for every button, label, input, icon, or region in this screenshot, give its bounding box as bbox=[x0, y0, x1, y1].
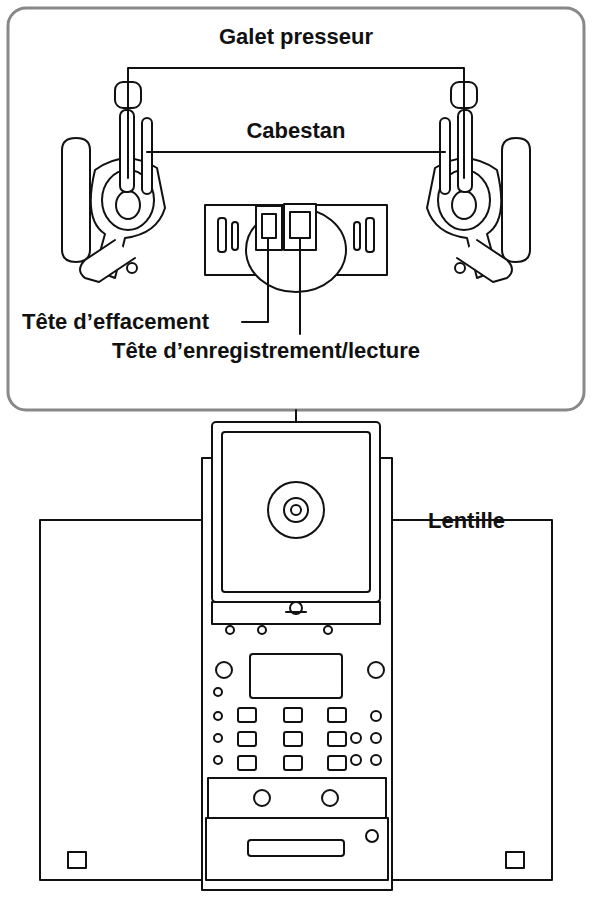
pinch-roller-label: Galet presseur bbox=[219, 24, 373, 50]
lens-label: Lentille bbox=[428, 508, 505, 534]
capstan-label: Cabestan bbox=[246, 118, 345, 144]
erase-head-label: Tête d’effacement bbox=[22, 309, 209, 335]
head-label: Tête d’enregistrement/lecture bbox=[112, 338, 420, 364]
